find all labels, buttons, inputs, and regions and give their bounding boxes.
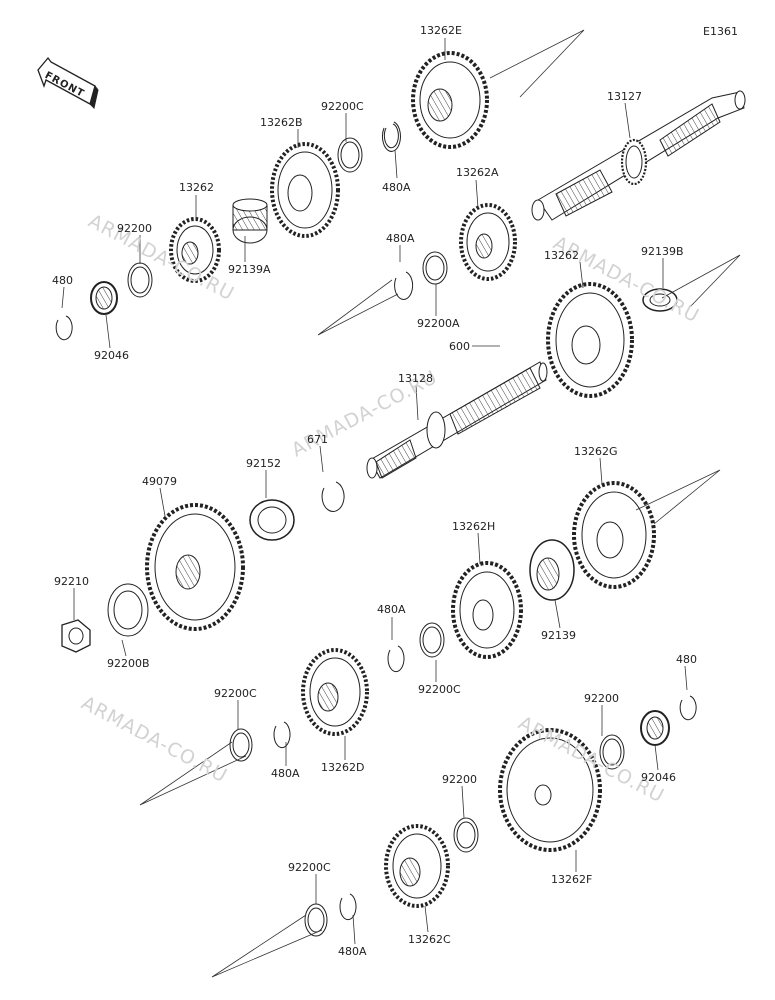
- input-shaft-13128: [366, 361, 548, 479]
- gear-13262H: [451, 561, 523, 659]
- label-13262A: 13262A: [456, 166, 499, 179]
- bracket-lines: [139, 29, 741, 978]
- label-13262H: 13262H: [452, 520, 496, 533]
- circlips: [55, 121, 697, 921]
- label-600: 600: [449, 340, 470, 353]
- label-13262B: 13262B: [260, 116, 303, 129]
- label-92046: 92046: [641, 771, 676, 784]
- label-92200C: 92200C: [418, 683, 461, 696]
- label-13262F: 13262F: [551, 873, 593, 886]
- label-13262G: 13262G: [574, 445, 618, 458]
- label-92200C: 92200C: [214, 687, 257, 700]
- gear-13262B: [270, 142, 340, 238]
- label-92046: 92046: [94, 349, 129, 362]
- label-480A: 480A: [377, 603, 406, 616]
- label-92200C: 92200C: [288, 861, 331, 874]
- nut-92210: [61, 619, 91, 653]
- label-92139B: 92139B: [641, 245, 684, 258]
- gear-13262A: [459, 203, 517, 281]
- gear-13262F: [498, 728, 602, 852]
- label-13262: 13262: [179, 181, 214, 194]
- label-13127: 13127: [607, 90, 642, 103]
- label-480A: 480A: [386, 232, 415, 245]
- diagram-code: E1361: [703, 25, 738, 38]
- label-92152: 92152: [246, 457, 281, 470]
- bearing-92046-right: [640, 710, 670, 746]
- output-shaft-13127: [531, 90, 746, 221]
- label-480A: 480A: [271, 767, 300, 780]
- gear-13262E: [411, 51, 489, 149]
- label-92200: 92200: [442, 773, 477, 786]
- label-13262C: 13262C: [408, 933, 451, 946]
- bearing-92139: [529, 539, 575, 601]
- bearing-92139A: [232, 198, 268, 244]
- label-13262D: 13262D: [321, 761, 365, 774]
- label-480: 480: [52, 274, 73, 287]
- label-480A: 480A: [382, 181, 411, 194]
- label-13262E: 13262E: [420, 24, 462, 37]
- label-13128: 13128: [398, 372, 433, 385]
- label-92200B: 92200B: [107, 657, 150, 670]
- label-92200C: 92200C: [321, 100, 364, 113]
- label-480A: 480A: [338, 945, 367, 958]
- label-92200: 92200: [584, 692, 619, 705]
- bearing-92046-left: [90, 281, 118, 315]
- gear-49079: [145, 503, 245, 631]
- label-92139: 92139: [541, 629, 576, 642]
- label-671: 671: [307, 433, 328, 446]
- label-92139A: 92139A: [228, 263, 271, 276]
- leader-lines: [61, 38, 688, 945]
- gear-13262-right: [546, 282, 634, 398]
- label-92200: 92200: [117, 222, 152, 235]
- label-49079: 49079: [142, 475, 177, 488]
- label-13262: 13262: [544, 249, 579, 262]
- front-arrow-icon: [37, 56, 99, 109]
- label-92200A: 92200A: [417, 317, 460, 330]
- gear-13262-left: [169, 217, 221, 283]
- label-92210: 92210: [54, 575, 89, 588]
- gear-13262G: [572, 481, 656, 589]
- gear-13262D: [301, 648, 369, 736]
- label-480: 480: [676, 653, 697, 666]
- gear-13262C: [384, 824, 450, 908]
- bearing-92152: [249, 499, 295, 541]
